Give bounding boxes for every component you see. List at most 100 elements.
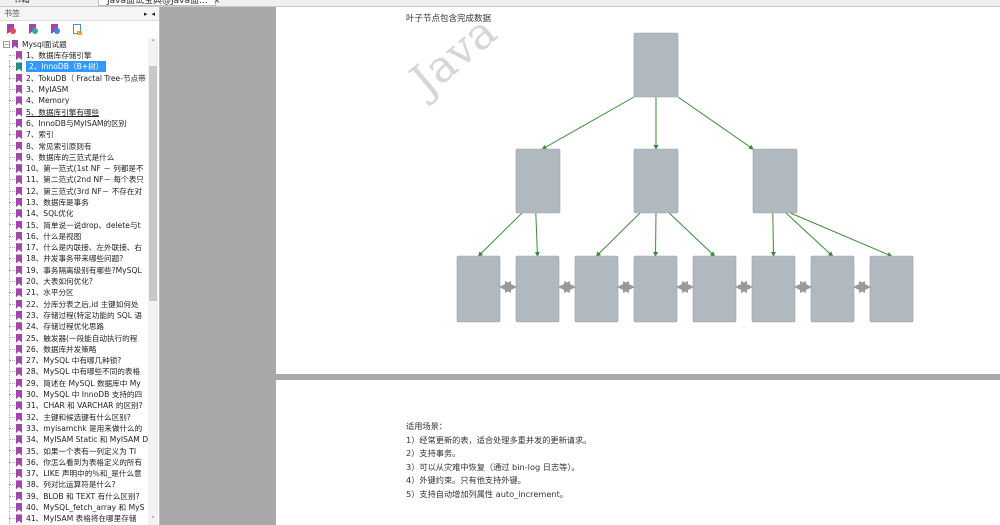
bookmark-icon	[16, 85, 22, 95]
bookmark-label: 7、索引	[26, 130, 54, 140]
bookmark-item[interactable]: 21、水平分区	[0, 287, 148, 298]
bookmark-icon	[16, 118, 22, 128]
bookmark-item[interactable]: 5、数据库引擎有哪些	[0, 106, 148, 117]
page-properties-icon[interactable]	[72, 24, 82, 35]
bookmark-item[interactable]: 12、第三范式(3rd NF－ 不存在对	[0, 186, 148, 197]
bookmark-item[interactable]: 23、存储过程(特定功能的 SQL 语	[0, 310, 148, 321]
scroll-up-icon[interactable]: ˄	[151, 39, 155, 47]
scrollbar-thumb[interactable]	[149, 66, 157, 301]
diagram-caption: 叶子节点包含完成数据	[406, 14, 492, 24]
bookmark-item[interactable]: 7、索引	[0, 129, 148, 140]
bookmark-item[interactable]: 30、MySQL 中 InnoDB 支持的四	[0, 389, 148, 400]
bookmark-item[interactable]: 25、触发器(一段能自动执行的程	[0, 332, 148, 343]
bookmark-item[interactable]: 4、Memory	[0, 95, 148, 106]
bookmark-item[interactable]: 34、MyISAM Static 和 MyISAM D	[0, 434, 148, 445]
pin-panel-icon[interactable]: ▸	[143, 9, 148, 18]
pdf-page-1: 叶子节点包含完成数据 Java	[276, 6, 1000, 374]
bookmark-icon	[16, 152, 22, 162]
bookmark-label: 18、并发事务带来哪些问题?	[26, 254, 124, 264]
bookmark-expand-icon[interactable]	[50, 24, 60, 35]
bookmark-add-icon[interactable]	[28, 24, 38, 35]
bookmark-label: 22、分库分表之后,id 主键如何处	[26, 299, 139, 309]
bookmark-item[interactable]: 2、TokuDB（ Fractal Tree-节点带	[0, 73, 148, 84]
use-case-line: 1）经常更新的表，适合处理多重并发的更新请求。	[406, 434, 592, 445]
bookmark-item[interactable]: 35、如果一个表有一列定义为 TI	[0, 445, 148, 456]
bookmark-item[interactable]: 11、第二范式(2nd NF－ 每个表只	[0, 174, 148, 185]
bookmark-icon	[16, 378, 22, 388]
bookmark-icon	[16, 367, 22, 377]
bookmark-icon	[16, 423, 22, 433]
use-case-line: 3）可以从灾难中恢复（通过 bin-log 日志等）。	[406, 461, 580, 472]
bookmark-item[interactable]: 32、主键和候选键有什么区别?	[0, 412, 148, 423]
bookmark-item[interactable]: 22、分库分表之后,id 主键如何处	[0, 299, 148, 310]
bookmark-label: 32、主键和候选键有什么区别?	[26, 412, 131, 422]
bookmark-item[interactable]: 15、简单说一说drop、delete与t	[0, 219, 148, 230]
bookmark-icon	[16, 265, 22, 275]
tab-books[interactable]: 书籍	[4, 0, 94, 6]
bookmark-item[interactable]: 2、InnoDB（B+树）	[0, 61, 148, 73]
use-case-line: 2）支持事务。	[406, 448, 461, 458]
bookmark-item[interactable]: 16、什么是视图	[0, 231, 148, 242]
collapse-icon[interactable]: −	[3, 40, 10, 48]
bookmark-item[interactable]: 26、数据库并发策略	[0, 344, 148, 355]
use-cases-paragraph: 适用场景： 1）经常更新的表，适合处理多重并发的更新请求。 2）支持事务。 3）…	[406, 420, 591, 501]
bookmarks-title: 书签	[4, 9, 20, 18]
bookmark-item[interactable]: 17、什么是内联接、左外联接、右	[0, 242, 148, 253]
collapse-panel-icon[interactable]: ◂	[151, 9, 155, 18]
bookmark-label: 8、常见索引原则有	[26, 141, 92, 151]
bookmark-label: 24、存储过程优化思路	[26, 322, 105, 332]
tree-root-mysql[interactable]: − Mysql面试题	[0, 38, 148, 50]
tab-document[interactable]: Java面试宝典@Java面... ×	[98, 0, 220, 6]
bookmark-item[interactable]: 13、数据库是事务	[0, 197, 148, 208]
bookmark-icon	[16, 491, 22, 501]
bookmark-icon	[16, 164, 22, 174]
bookmarks-toolbar	[0, 21, 159, 38]
bookmark-item[interactable]: 3、MyIASM	[0, 84, 148, 95]
bookmark-item[interactable]: 29、简述在 MySQL 数据库中 My	[0, 378, 148, 389]
bookmark-item[interactable]: 41、MyISAM 表格将在哪里存储	[0, 513, 148, 524]
bookmark-item[interactable]: 9、数据库的三范式是什么	[0, 152, 148, 163]
bookmark-item[interactable]: 28、MySQL 中有哪些不同的表格	[0, 366, 148, 377]
bookmark-label: 12、第三范式(3rd NF－ 不存在对	[26, 186, 143, 196]
bookmark-item[interactable]: 39、BLOB 和 TEXT 有什么区别?	[0, 491, 148, 502]
bookmark-item[interactable]: 37、LIKE 声明中的％和_是什么意	[0, 468, 148, 479]
pdf-page-2: 适用场景： 1）经常更新的表，适合处理多重并发的更新请求。 2）支持事务。 3）…	[276, 380, 1000, 525]
scroll-down-icon[interactable]: ˅	[151, 516, 155, 524]
bookmark-icon	[16, 344, 22, 354]
bookmark-item[interactable]: 20、大表如何优化?	[0, 276, 148, 287]
bookmark-icon	[16, 175, 22, 185]
bookmark-item[interactable]: 6、InnoDB与MyISAM的区别	[0, 118, 148, 129]
bookmark-icon	[16, 254, 22, 264]
bookmark-icon	[16, 243, 22, 253]
bookmark-item[interactable]: 19、事务隔离级别有哪些?MySQL	[0, 265, 148, 276]
bookmark-item[interactable]: 36、你怎么看到为表格定义的所有	[0, 457, 148, 468]
bookmark-item[interactable]: 33、myisamchk 是用来做什么的	[0, 423, 148, 434]
bookmark-item[interactable]: 24、存储过程优化思路	[0, 321, 148, 332]
close-tab-icon[interactable]: ×	[213, 0, 221, 5]
leaf-node	[574, 255, 619, 323]
bookmark-item[interactable]: 8、常见索引原则有	[0, 140, 148, 151]
bookmark-icon	[16, 503, 22, 513]
bookmark-item[interactable]: 14、SQL优化	[0, 208, 148, 219]
sidebar-scrollbar[interactable]: ˄ ˅	[148, 38, 158, 525]
bookmark-icon	[16, 310, 22, 320]
bookmark-delete-icon[interactable]	[6, 24, 16, 35]
bookmark-item[interactable]: 38、列对比运算符是什么?	[0, 479, 148, 490]
bookmark-item[interactable]: 10、第一范式(1st NF － 列都是不	[0, 163, 148, 174]
bookmark-item[interactable]: 31、CHAR 和 VARCHAR 的区别?	[0, 400, 148, 411]
bookmark-label: 2、InnoDB（B+树）	[26, 61, 107, 73]
bookmark-label: 16、什么是视图	[26, 231, 82, 241]
bookmark-label: 14、SQL优化	[26, 209, 74, 219]
bookmark-icon	[16, 288, 22, 298]
tab-label: Java面试宝典@Java面...	[107, 0, 208, 6]
bookmark-item[interactable]: 1、数据库存储引擎	[0, 50, 148, 61]
bookmarks-header: 书签 ▸ ◂	[0, 7, 159, 21]
leaf-node	[810, 255, 855, 323]
bookmark-item[interactable]: 40、MySQL_fetch_array 和 MyS	[0, 502, 148, 513]
bookmark-icon	[16, 277, 22, 287]
bookmark-item[interactable]: 27、MySQL 中有哪几种锁?	[0, 355, 148, 366]
bookmark-label: 17、什么是内联接、左外联接、右	[26, 243, 142, 253]
bookmark-item[interactable]: 18、并发事务带来哪些问题?	[0, 253, 148, 264]
